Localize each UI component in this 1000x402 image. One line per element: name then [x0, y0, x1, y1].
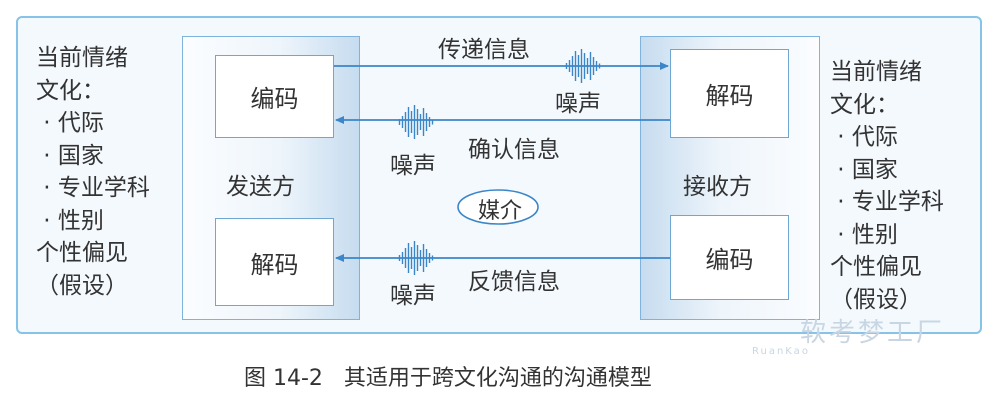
noise-wave-confirm [398, 105, 434, 139]
sender-culture-list: 当前情绪 文化： · 代际 · 国家 · 专业学科 · 性别 个性偏见 （假设） [36, 45, 150, 299]
confirm-label: 确认信息 [468, 137, 560, 163]
sender-encode-box: 编码 [215, 55, 334, 138]
sender-decode-box: 解码 [215, 218, 334, 306]
feedback-label: 反馈信息 [468, 269, 560, 295]
noise-label-confirm: 噪声 [390, 153, 436, 179]
noise-wave-transmit [565, 49, 601, 83]
medium-ellipse [457, 189, 539, 225]
medium-label: 媒介 [478, 199, 523, 224]
watermark-logo: 软考梦工厂 [800, 318, 946, 348]
figure-caption: 图 14-2 其适用于跨文化沟通的沟通模型 [244, 366, 652, 391]
noise-label-feedback: 噪声 [390, 283, 436, 309]
receiver-decode-box: 解码 [670, 49, 789, 138]
noise-wave-feedback [398, 241, 434, 275]
receiver-culture-list: 当前情绪 文化： · 代际 · 国家 · 专业学科 · 性别 个性偏见 （假设） [830, 59, 944, 313]
receiver-label: 接收方 [683, 174, 752, 200]
noise-label-transmit: 噪声 [555, 91, 601, 117]
transmit-label: 传递信息 [438, 37, 530, 63]
watermark-sub: RuanKao [752, 346, 810, 357]
sender-label: 发送方 [226, 174, 295, 200]
diagram-frame [16, 16, 982, 334]
receiver-encode-box: 编码 [670, 215, 789, 300]
